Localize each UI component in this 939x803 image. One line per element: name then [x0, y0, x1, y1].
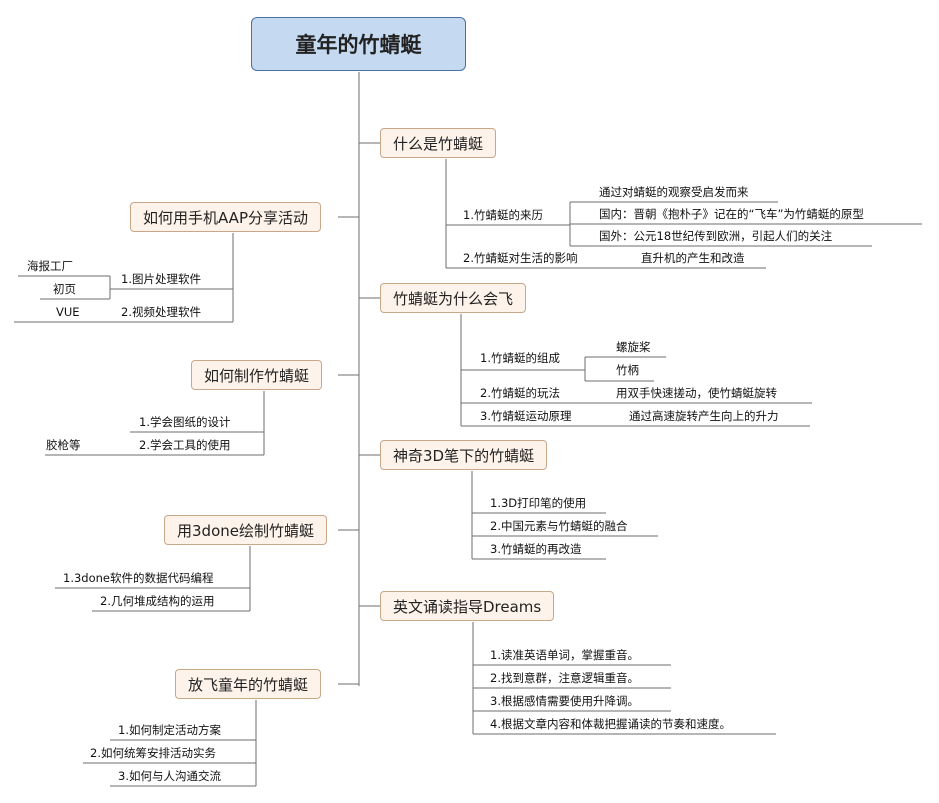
subtopic[interactable]: 1.读准英语单词，掌握重音。	[490, 648, 639, 662]
subtopic-detail[interactable]: 直升机的产生和改造	[641, 251, 745, 265]
subtopic[interactable]: 2.竹蜻蜓对生活的影响	[463, 251, 578, 265]
central-topic[interactable]: 童年的竹蜻蜓	[251, 17, 466, 71]
subtopic-detail[interactable]: 国外：公元18世纪传到欧洲，引起人们的关注	[599, 229, 833, 243]
subtopic-detail[interactable]: 通过高速旋转产生向上的升力	[629, 409, 779, 423]
topic-english-reading[interactable]: 英文诵读指导Dreams	[380, 591, 555, 621]
topic-fly[interactable]: 放飞童年的竹蜻蜓	[175, 669, 322, 699]
subtopic[interactable]: 1.3D打印笔的使用	[490, 496, 587, 510]
topic-what-is[interactable]: 什么是竹蜻蜓	[380, 128, 497, 158]
topic-share-app[interactable]: 如何用手机AAP分享活动	[130, 202, 321, 232]
topic-3d-pen[interactable]: 神奇3D笔下的竹蜻蜓	[380, 440, 548, 470]
topic-how-make[interactable]: 如何制作竹蜻蜓	[191, 360, 323, 390]
subtopic[interactable]: 1.竹蜻蜓的组成	[480, 351, 560, 365]
subtopic[interactable]: 2.找到意群，注意逻辑重音。	[490, 671, 639, 685]
subtopic-detail[interactable]: 海报工厂	[27, 259, 73, 273]
subtopic-detail[interactable]: 用双手快速搓动，使竹蜻蜓旋转	[616, 386, 777, 400]
subtopic[interactable]: 2.视频处理软件	[121, 305, 201, 319]
subtopic[interactable]: 1.图片处理软件	[121, 272, 201, 286]
subtopic[interactable]: 2.中国元素与竹蜻蜓的融合	[490, 519, 628, 533]
subtopic[interactable]: 3.根据感情需要使用升降调。	[490, 694, 639, 708]
subtopic[interactable]: 2.竹蜻蜓的玩法	[480, 386, 560, 400]
subtopic[interactable]: 3.竹蜻蜓运动原理	[480, 409, 572, 423]
subtopic[interactable]: 3.竹蜻蜓的再改造	[490, 542, 582, 556]
subtopic[interactable]: 4.根据文章内容和体裁把握诵读的节奏和速度。	[490, 717, 731, 731]
subtopic[interactable]: 1.学会图纸的设计	[139, 415, 231, 429]
subtopic[interactable]: 2.如何统筹安排活动实务	[90, 746, 216, 760]
topic-why-fly[interactable]: 竹蜻蜓为什么会飞	[380, 283, 527, 313]
subtopic-detail[interactable]: 螺旋桨	[616, 340, 651, 354]
subtopic-detail[interactable]: VUE	[56, 305, 80, 319]
subtopic[interactable]: 1.3done软件的数据代码编程	[63, 571, 214, 585]
subtopic[interactable]: 2.几何堆成结构的运用	[100, 594, 215, 608]
subtopic[interactable]: 1.竹蜻蜓的来历	[463, 208, 543, 222]
subtopic-detail[interactable]: 通过对蜻蜓的观察受启发而来	[599, 185, 749, 199]
subtopic-detail[interactable]: 胶枪等	[46, 438, 81, 452]
subtopic[interactable]: 2.学会工具的使用	[139, 438, 231, 452]
subtopic[interactable]: 1.如何制定活动方案	[118, 723, 221, 737]
subtopic[interactable]: 3.如何与人沟通交流	[118, 769, 221, 783]
subtopic-detail[interactable]: 国内：晋朝《抱朴子》记在的“飞车”为竹蜻蜓的原型	[599, 207, 864, 221]
topic-3done[interactable]: 用3done绘制竹蜻蜓	[164, 515, 327, 545]
subtopic-detail[interactable]: 竹柄	[616, 363, 639, 377]
subtopic-detail[interactable]: 初页	[53, 282, 76, 296]
